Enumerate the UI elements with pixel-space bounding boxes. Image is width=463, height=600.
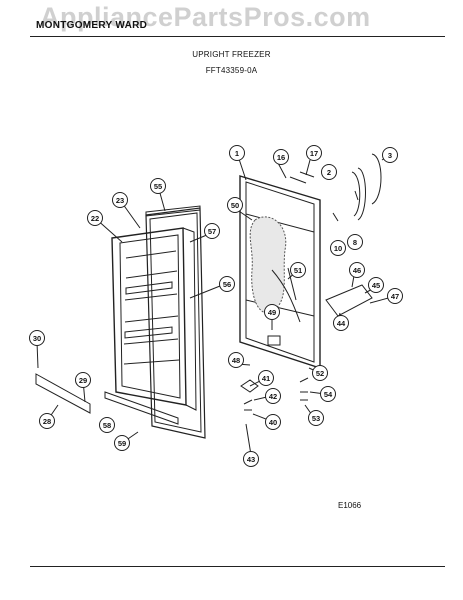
callout-59: 59 <box>118 439 126 448</box>
callout-52: 52 <box>316 369 324 378</box>
top-rule <box>30 36 445 37</box>
handle-bracket <box>371 153 382 205</box>
callout-44: 44 <box>337 319 346 328</box>
callout-42: 42 <box>269 392 277 401</box>
callout-41: 41 <box>262 374 270 383</box>
callout-49: 49 <box>268 308 276 317</box>
hinge-assembly <box>325 284 373 317</box>
callout-28: 28 <box>43 417 51 426</box>
model-number: FFT43359-0A <box>205 66 258 75</box>
bottom-rule <box>30 566 445 567</box>
callout-40: 40 <box>269 418 277 427</box>
callout-1: 1 <box>235 149 239 158</box>
callout-47: 47 <box>391 292 399 301</box>
callout-45: 45 <box>372 281 380 290</box>
callout-17: 17 <box>310 149 318 158</box>
callout-8: 8 <box>353 238 357 247</box>
callout-50: 50 <box>231 201 239 210</box>
door-handle <box>351 167 366 221</box>
callout-30: 30 <box>33 334 41 343</box>
callout-22: 22 <box>91 214 99 223</box>
callout-57: 57 <box>208 227 216 236</box>
top-trim <box>289 171 315 184</box>
door-liner <box>111 227 197 411</box>
callout-46: 46 <box>353 266 361 275</box>
brand-label: MONTGOMERY WARD <box>36 20 148 31</box>
figure-code: E1066 <box>338 501 362 510</box>
callout-58: 58 <box>103 421 111 430</box>
callout-2: 2 <box>327 168 331 177</box>
callout-10: 10 <box>334 244 342 253</box>
diagram-title: UPRIGHT FREEZER <box>192 50 271 59</box>
callout-53: 53 <box>312 414 320 423</box>
callout-55: 55 <box>154 182 162 191</box>
door-gasket <box>145 207 206 439</box>
light-switch <box>267 335 281 346</box>
callout-3: 3 <box>388 151 392 160</box>
door-trim-bottom <box>35 373 91 414</box>
watermark: AppliancePartsPros.com <box>40 2 371 32</box>
insulation <box>249 216 287 314</box>
callout-29: 29 <box>79 376 87 385</box>
callout-43: 43 <box>247 455 255 464</box>
callout-56: 56 <box>223 280 231 289</box>
callout-54: 54 <box>324 390 333 399</box>
wiring <box>271 267 301 323</box>
callout-48: 48 <box>232 356 240 365</box>
callout-23: 23 <box>116 196 124 205</box>
callout-16: 16 <box>277 153 285 162</box>
callout-51: 51 <box>294 266 302 275</box>
breaker-strip <box>104 391 179 425</box>
